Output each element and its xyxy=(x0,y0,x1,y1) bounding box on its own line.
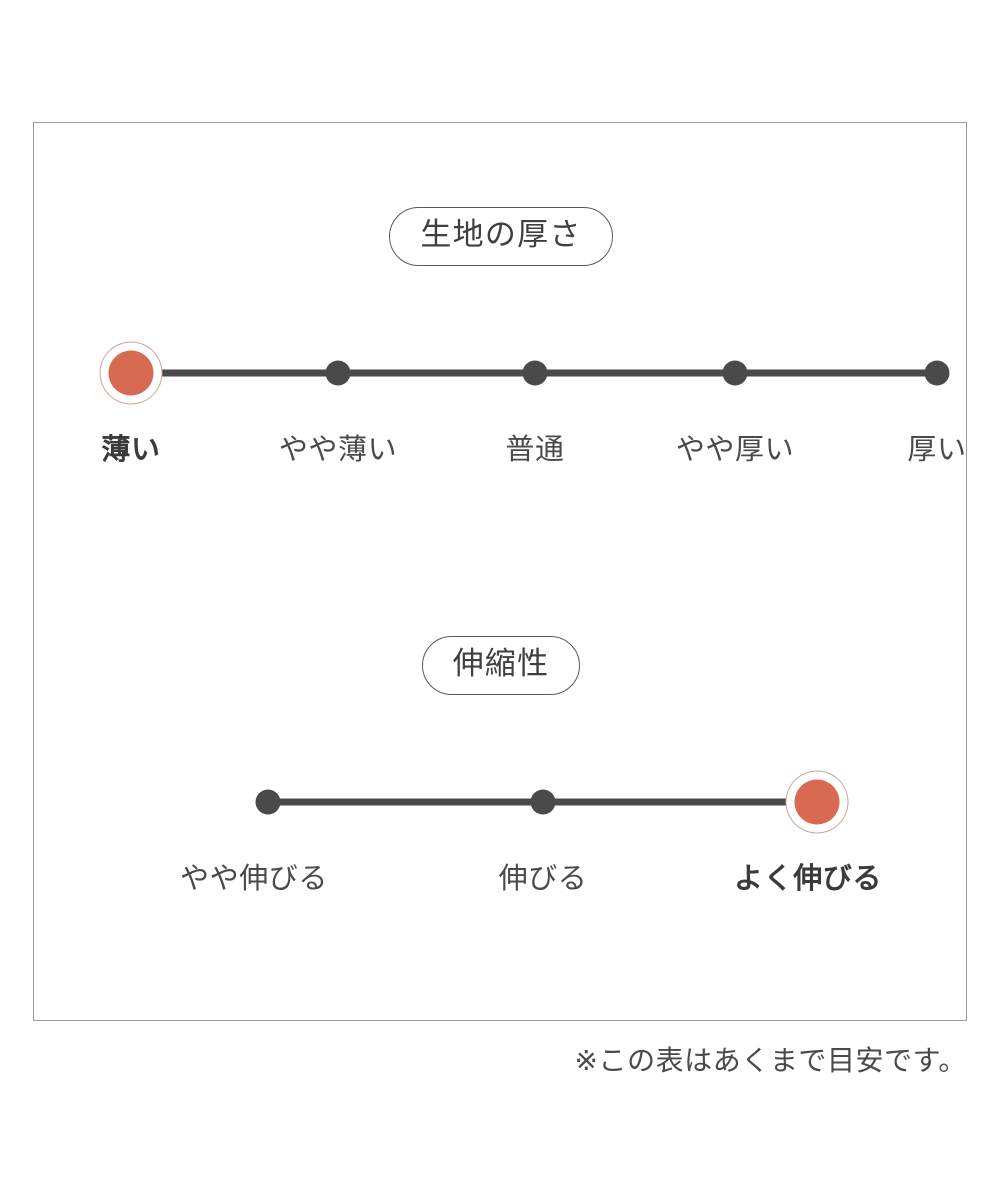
scale-node-thickness-1[interactable] xyxy=(325,360,351,386)
scale-label-thickness-3: やや厚い xyxy=(675,433,795,466)
scale-label-thickness-0: 薄い xyxy=(101,433,161,466)
scale-label-thickness-1: やや薄い xyxy=(278,433,398,466)
fabric-spec-card: 生地の厚さ 薄い やや薄い 普通 やや厚い 厚い 伸縮性 やや伸びる xyxy=(33,122,967,1021)
scale-label-thickness-2: 普通 xyxy=(505,433,565,466)
section-title-wrap-thickness: 生地の厚さ xyxy=(34,207,968,266)
scale-stretch: やや伸びる 伸びる よく伸びる xyxy=(34,745,968,905)
chart-footnote: ※この表はあくまで目安です。 xyxy=(574,1045,967,1076)
section-title-stretch: 伸縮性 xyxy=(421,636,581,695)
scale-node-thickness-4[interactable] xyxy=(924,360,950,386)
section-title-wrap-stretch: 伸縮性 xyxy=(34,636,968,695)
scale-label-thickness-4: 厚い xyxy=(907,433,967,466)
section-stretch: 伸縮性 やや伸びる 伸びる よく伸びる xyxy=(34,552,968,905)
scale-node-stretch-1[interactable] xyxy=(530,789,556,815)
scale-fabric-thickness: 薄い やや薄い 普通 やや厚い 厚い xyxy=(34,316,968,476)
scale-node-stretch-2[interactable] xyxy=(794,779,840,825)
scale-node-thickness-0[interactable] xyxy=(108,350,154,396)
section-fabric-thickness: 生地の厚さ 薄い やや薄い 普通 やや厚い 厚い xyxy=(34,123,968,476)
scale-label-stretch-1: 伸びる xyxy=(498,862,588,895)
scale-node-thickness-2[interactable] xyxy=(522,360,548,386)
scale-label-stretch-0: やや伸びる xyxy=(180,862,328,895)
section-title-fabric-thickness: 生地の厚さ xyxy=(389,207,613,266)
scale-node-stretch-0[interactable] xyxy=(255,789,281,815)
scale-node-thickness-3[interactable] xyxy=(722,360,748,386)
scale-label-stretch-2: よく伸びる xyxy=(734,862,882,895)
